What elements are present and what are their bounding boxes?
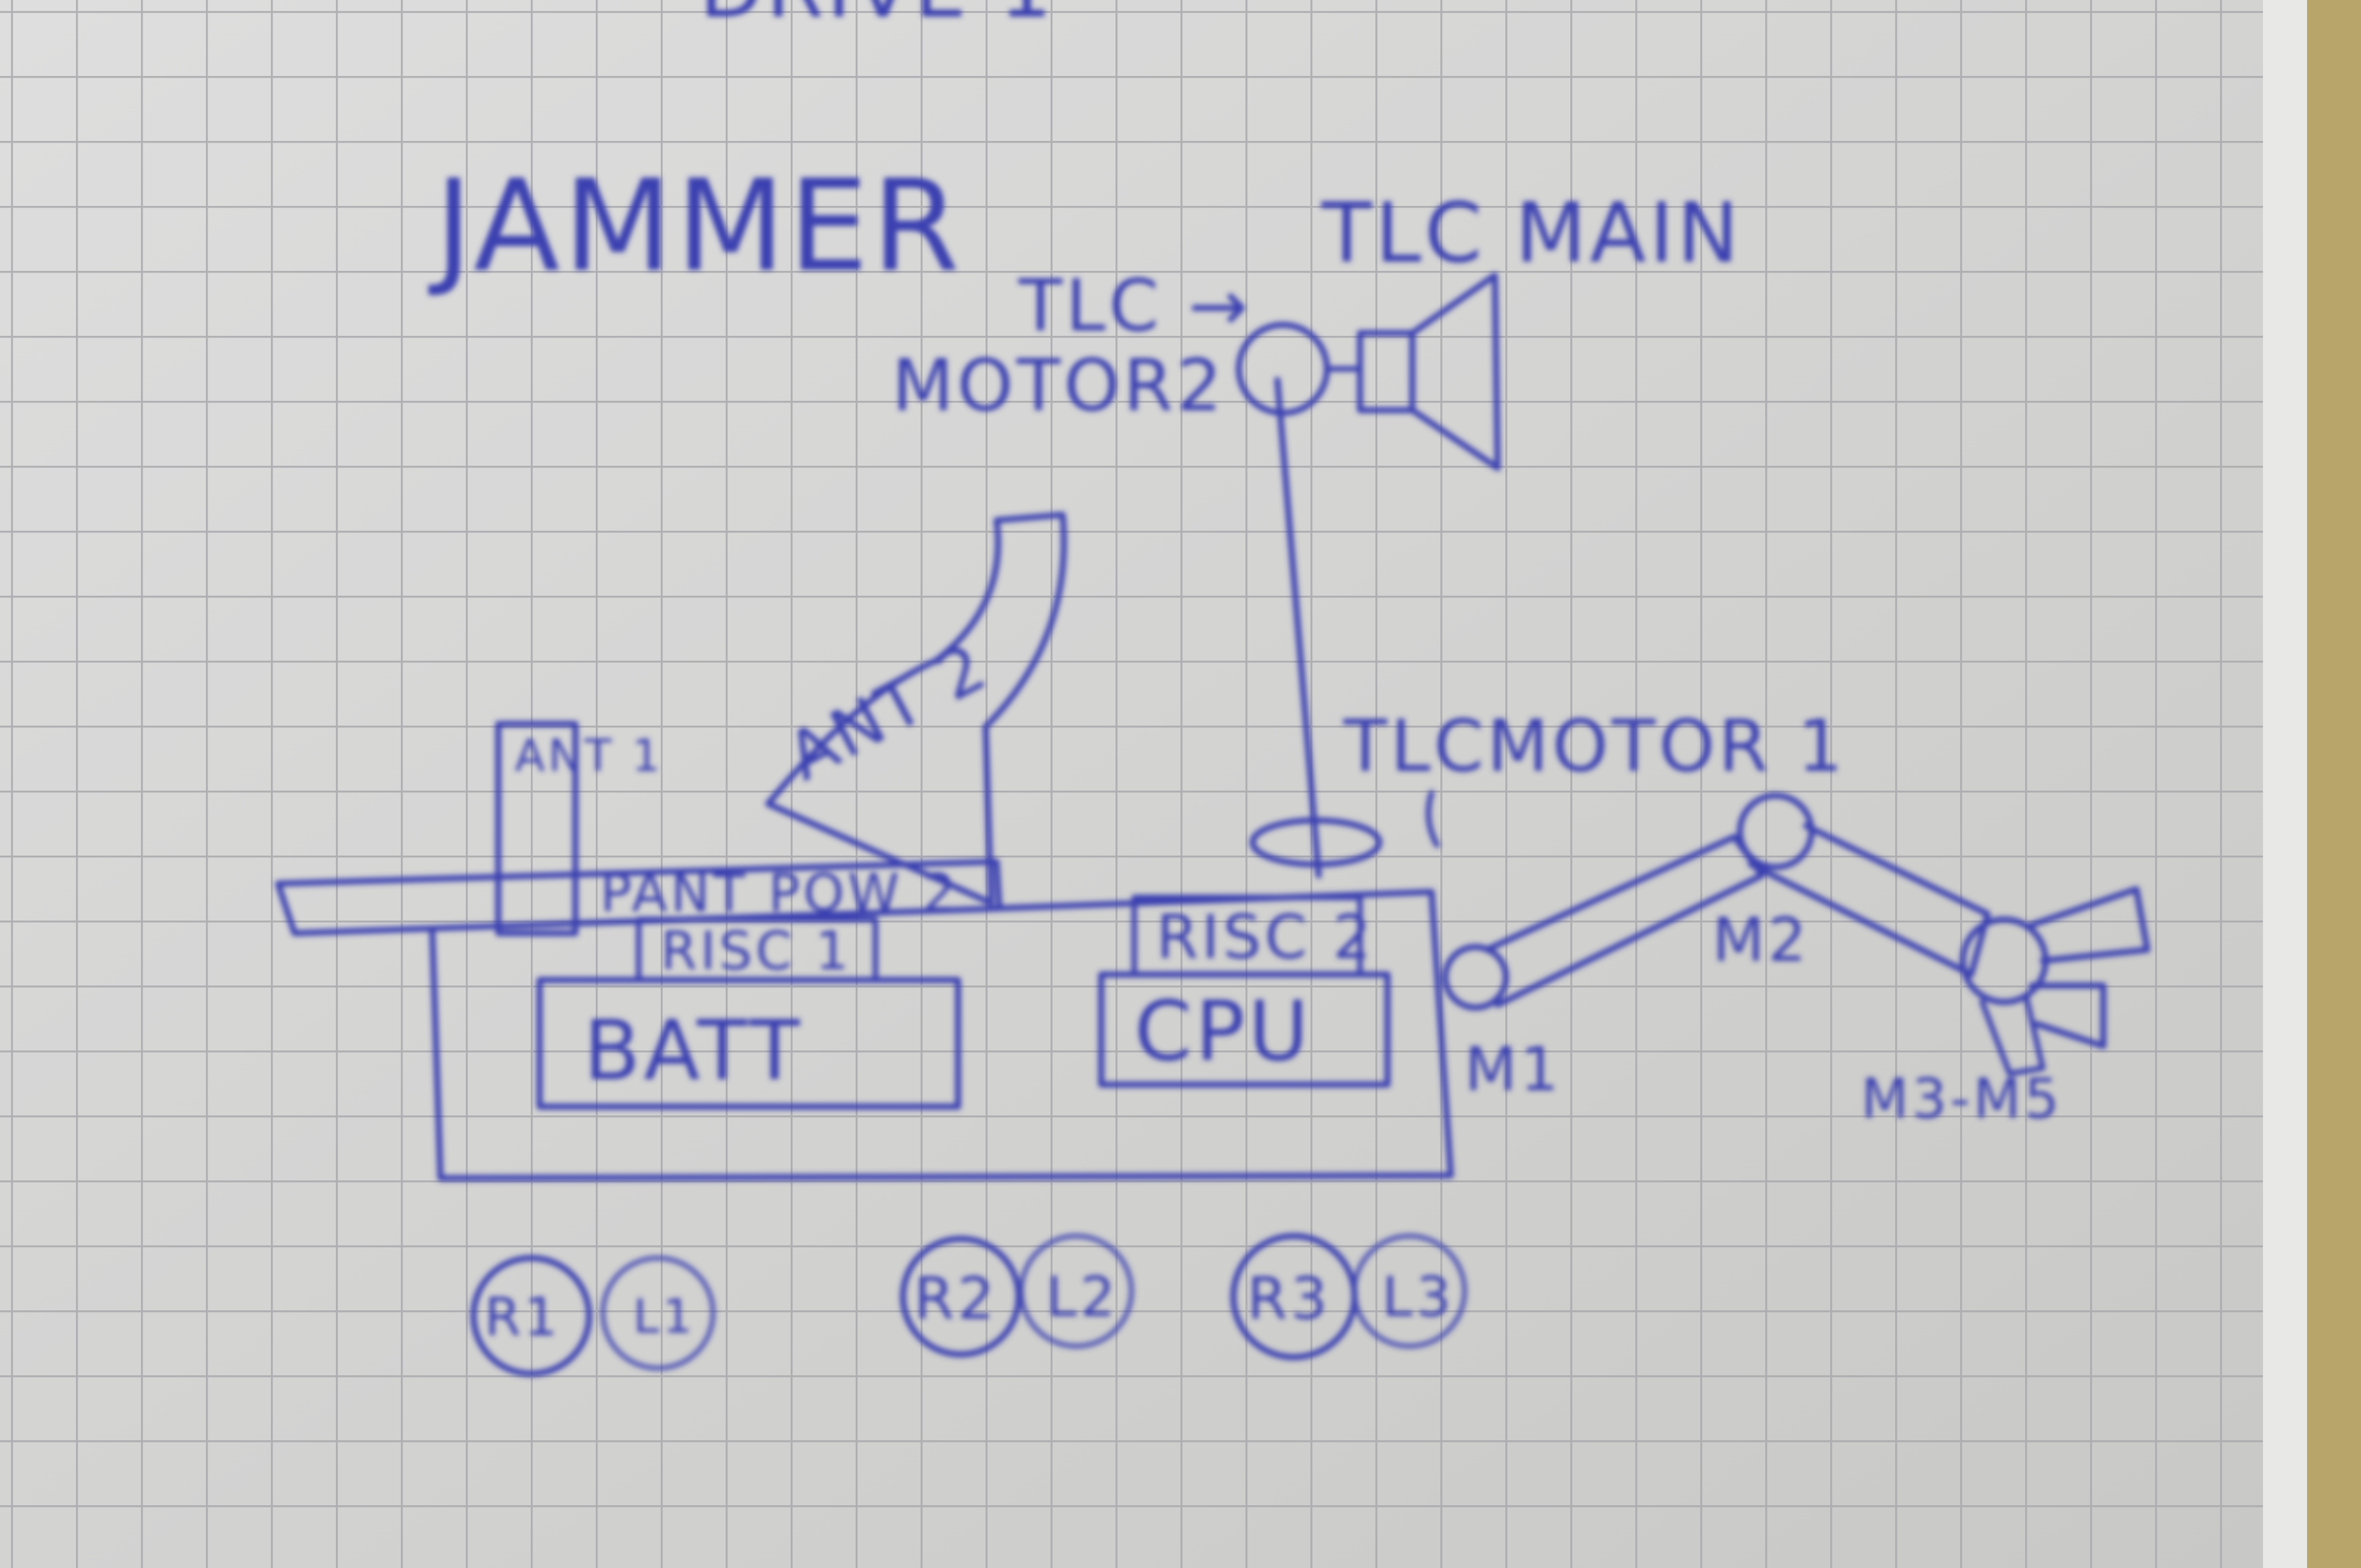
label-top-cut: DRIVE 1 <box>699 0 1055 36</box>
label-risc1: RISC 1 <box>661 921 852 982</box>
label-r3: R3 <box>1247 1265 1331 1332</box>
paper-edge-strip <box>2263 0 2307 1568</box>
label-m2: M2 <box>1712 905 1810 975</box>
gripper-lower-finger <box>2028 982 2107 1049</box>
cpu-box <box>1098 971 1391 1088</box>
label-tlc-arrow: TLC → <box>1018 264 1252 347</box>
grid-paper <box>0 0 2263 1568</box>
label-ant-1: ANT 1 <box>515 730 663 781</box>
label-tlc-main: TLC MAIN <box>1321 186 1742 281</box>
antenna-1 <box>495 721 579 937</box>
wheel-r2 <box>900 1235 1022 1358</box>
wheel-l3 <box>1352 1233 1467 1349</box>
antenna-2 <box>765 511 1067 906</box>
label-r1: R1 <box>485 1287 561 1348</box>
wheel-r1 <box>470 1255 592 1377</box>
label-l2: L2 <box>1046 1265 1118 1329</box>
label-m3-m5: M3-M5 <box>1861 1066 2063 1131</box>
arm-segment-2 <box>1748 823 1991 978</box>
label-r2: R2 <box>914 1265 998 1332</box>
tlc-motor1-ellipse <box>1249 817 1383 868</box>
wheel-l1 <box>600 1255 716 1371</box>
label-batt: BATT <box>584 1003 803 1099</box>
label-risc2: RISC 2 <box>1156 902 1374 972</box>
label-title: JAMMER <box>428 153 963 300</box>
label-motor2: MOTOR2 <box>892 344 1225 427</box>
label-tlc-motor1: TLCMOTOR 1 <box>1343 704 1846 788</box>
desk-surface <box>2307 0 2361 1568</box>
label-m1: M1 <box>1465 1034 1562 1104</box>
gripper-upper-finger <box>2028 886 2151 964</box>
tlc-main-speaker-cone <box>1409 272 1501 471</box>
label-pant-pow: PANT POW 2 <box>600 863 959 924</box>
label-cpu: CPU <box>1134 984 1312 1080</box>
tlc-motor1-pointer <box>1426 790 1440 848</box>
wheel-l2 <box>1019 1233 1134 1349</box>
label-l3: L3 <box>1382 1265 1454 1329</box>
label-l1: L1 <box>633 1289 695 1344</box>
arm-joint-m1 <box>1442 944 1509 1011</box>
batt-box <box>536 977 961 1110</box>
gripper-wrist <box>1979 994 2046 1076</box>
mast-pole <box>1274 377 1322 879</box>
